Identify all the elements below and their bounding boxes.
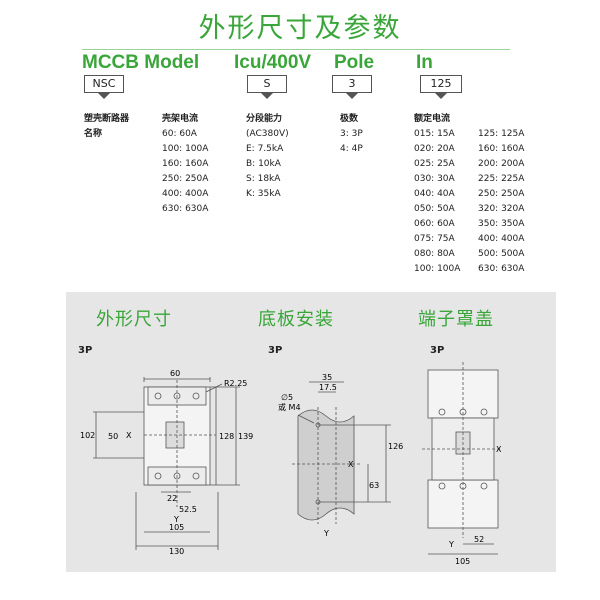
breaking-capacity-list: 分段能力 (AC380V) E: 7.5kA B: 10kA S: 18kA K… xyxy=(246,112,289,202)
dim-r225: R2.25 xyxy=(224,379,247,388)
screw-icon xyxy=(192,392,200,400)
list-item: 160: 160A xyxy=(478,144,525,154)
model-name-line-2: 名称 xyxy=(84,129,103,139)
list-item: 100: 100A xyxy=(162,144,209,154)
screw-icon xyxy=(480,482,488,490)
screw-icon xyxy=(192,472,200,480)
dim-22: 22 xyxy=(167,494,177,503)
dim-102: 102 xyxy=(80,431,95,440)
axis-x-label: X xyxy=(126,431,132,440)
pole-label-dimensions: 3P xyxy=(78,345,93,356)
screw-icon xyxy=(480,408,488,416)
list-item: 630: 630A xyxy=(478,264,525,274)
axis-y-label: Y xyxy=(448,540,454,549)
dim-139: 139 xyxy=(238,432,253,441)
page-title: 外形尺寸及参数 xyxy=(198,13,402,44)
poles-label: 极数 xyxy=(340,114,359,124)
list-item: S: 18kA xyxy=(246,174,281,184)
list-item: 320: 320A xyxy=(478,204,525,214)
axis-y-label: Y xyxy=(173,515,179,524)
rated-current-list-2: 125: 125A 160: 160A 200: 200A 225: 225A … xyxy=(478,127,524,277)
dim-126: 126 xyxy=(388,442,403,451)
mounting-plate xyxy=(297,409,355,521)
capacity-voltage-label: (AC380V) xyxy=(246,129,289,139)
model-name-line-1: 塑壳断路器 xyxy=(84,114,130,124)
screw-icon xyxy=(154,392,162,400)
list-item: 020: 20A xyxy=(414,144,455,154)
list-item: 125: 125A xyxy=(478,129,525,139)
list-item: 050: 50A xyxy=(414,204,455,214)
list-item: 250: 250A xyxy=(478,189,525,199)
title-underline xyxy=(82,49,510,50)
dim-50: 50 xyxy=(108,432,118,441)
rated-current-label: 额定电流 xyxy=(414,114,451,124)
dim-60: 60 xyxy=(170,369,180,378)
axis-x-label: X xyxy=(348,460,354,469)
code-box-pole: 3 xyxy=(332,75,372,99)
poles-list: 极数 3: 3P 4: 4P xyxy=(340,112,363,157)
dim-525: 52.5 xyxy=(179,505,197,514)
header-pole: Pole xyxy=(334,52,375,73)
hole-spec-alt: 或 M4 xyxy=(278,402,301,412)
list-item: 3: 3P xyxy=(340,129,363,139)
list-item: 60: 60A xyxy=(162,129,197,139)
axis-x-label: X xyxy=(496,445,502,454)
list-item: 500: 500A xyxy=(478,249,525,259)
code-box-model: NSC xyxy=(84,75,124,99)
hole-spec: ∅5 xyxy=(281,393,293,402)
rated-current-list: 额定电流 015: 15A 020: 20A 025: 25A 030: 30A… xyxy=(414,112,460,277)
screw-icon xyxy=(438,408,446,416)
list-item: 040: 40A xyxy=(414,189,455,199)
header-mccb-model: MCCB Model xyxy=(82,52,200,73)
code-box-icu: S xyxy=(247,75,287,99)
dim-130: 130 xyxy=(169,547,184,556)
dim-105: 105 xyxy=(169,523,184,532)
frame-current-label: 壳架电流 xyxy=(162,114,199,124)
list-item: 200: 200A xyxy=(478,159,525,169)
list-item: 225: 225A xyxy=(478,174,525,184)
screw-icon xyxy=(154,472,162,480)
list-item: B: 10kA xyxy=(246,159,281,169)
list-item: 630: 630A xyxy=(162,204,209,214)
axis-y-label: Y xyxy=(323,529,329,538)
list-item: 4: 4P xyxy=(340,144,363,154)
section-title-terminal: 端子罩盖 xyxy=(418,309,494,330)
code-box-in: 125 xyxy=(420,75,462,99)
header-icu: Icu/400V xyxy=(234,52,312,73)
dim-175: 17.5 xyxy=(319,383,337,392)
dim-105: 105 xyxy=(455,557,470,566)
dim-63: 63 xyxy=(369,481,379,490)
section-title-mounting: 底板安装 xyxy=(258,309,334,330)
pole-label-mounting: 3P xyxy=(268,345,283,356)
list-item: 160: 160A xyxy=(162,159,209,169)
dim-128: 128 xyxy=(219,432,234,441)
model-name-label: 塑壳断路器 名称 xyxy=(84,112,129,142)
list-item: 060: 60A xyxy=(414,219,455,229)
screw-icon xyxy=(438,482,446,490)
list-item: 015: 15A xyxy=(414,129,455,139)
list-item: 030: 30A xyxy=(414,174,455,184)
list-item: 080: 80A xyxy=(414,249,455,259)
list-item: 400: 400A xyxy=(478,234,525,244)
list-item: K: 35kA xyxy=(246,189,281,199)
frame-current-list: 壳架电流 60: 60A 100: 100A 160: 160A 250: 25… xyxy=(162,112,208,217)
list-item: 350: 350A xyxy=(478,219,525,229)
pole-label-terminal: 3P xyxy=(430,345,445,356)
list-item: 075: 75A xyxy=(414,234,455,244)
section-title-dimensions: 外形尺寸 xyxy=(96,309,172,330)
list-item: 025: 25A xyxy=(414,159,455,169)
header-in: In xyxy=(416,52,433,73)
dim-35: 35 xyxy=(322,373,332,382)
list-item: 400: 400A xyxy=(162,189,209,199)
dim-52: 52 xyxy=(474,535,484,544)
list-item: E: 7.5kA xyxy=(246,144,284,154)
capacity-label: 分段能力 xyxy=(246,114,283,124)
list-item: 100: 100A xyxy=(414,264,461,274)
dimension-drawing-svg: 60 R2.25 102 50 X 128 139 22 52.5 Y 105 … xyxy=(80,362,502,566)
list-item: 250: 250A xyxy=(162,174,209,184)
